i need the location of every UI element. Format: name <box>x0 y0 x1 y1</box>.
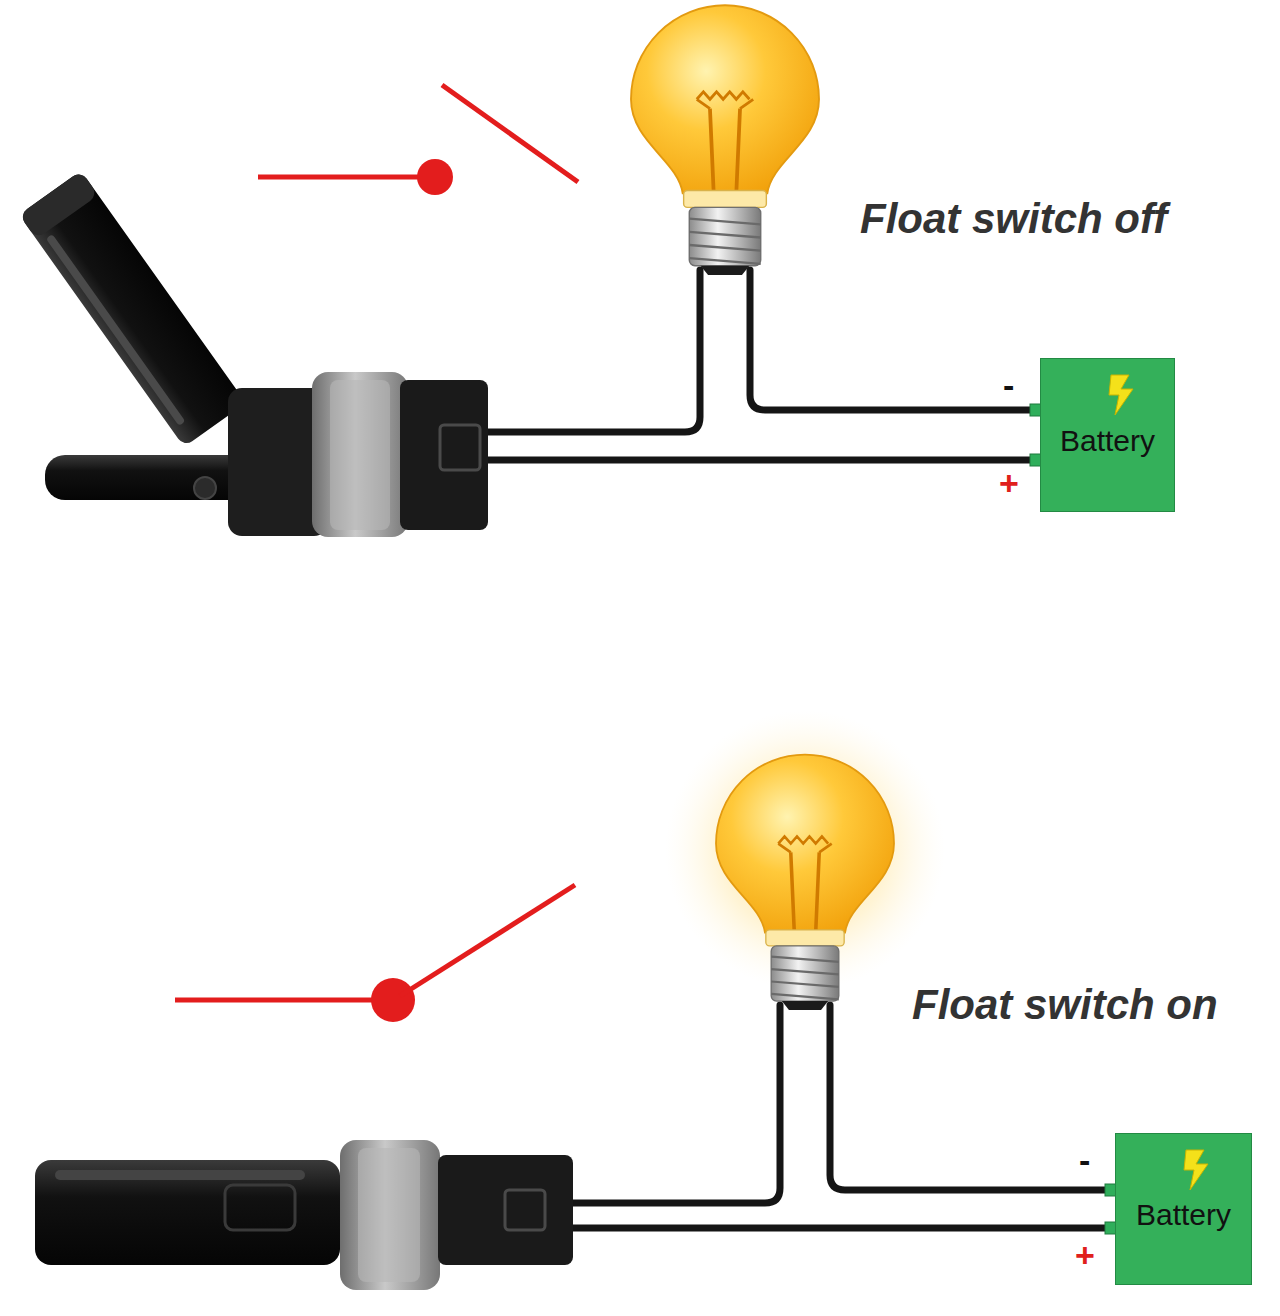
wire <box>570 1225 1110 1232</box>
float-highlight <box>46 234 186 426</box>
lightning-symbol <box>1103 373 1143 417</box>
wire <box>485 270 700 432</box>
battery-label: Battery <box>1136 1198 1231 1231</box>
float-body <box>35 1160 340 1265</box>
wire <box>830 1005 1110 1190</box>
light-bulb-on <box>716 755 894 1010</box>
seal-ring <box>312 372 408 537</box>
seal-ring-inner <box>330 380 390 530</box>
lightning-symbol <box>1178 1148 1218 1192</box>
battery-label: Battery <box>1060 424 1155 457</box>
switch-body <box>400 380 488 530</box>
terminal-sign: + <box>1075 1238 1095 1272</box>
float-tilted <box>19 171 246 447</box>
wire <box>750 270 1034 410</box>
battery-box: Battery <box>1040 358 1175 512</box>
float-pivot <box>194 477 216 499</box>
state-caption: Float switch off <box>860 198 1167 240</box>
light-bulb-off <box>631 5 819 275</box>
switch-pivot <box>417 159 453 195</box>
float-highlight <box>55 1170 305 1180</box>
switch-stem <box>45 455 250 500</box>
switch-pivot <box>371 978 415 1022</box>
switch-arm <box>175 998 393 1003</box>
switch-blade <box>400 885 575 996</box>
seal-ring <box>340 1140 440 1290</box>
float-body <box>19 171 246 447</box>
seal-ring-inner <box>358 1148 420 1282</box>
switch-body <box>438 1155 573 1265</box>
switch-symbol-closed <box>175 885 575 1022</box>
float-cap <box>19 171 98 239</box>
wire <box>570 1005 780 1203</box>
switch-tab <box>505 1190 545 1230</box>
switch-symbol-open <box>258 85 578 195</box>
wires-top <box>485 270 1034 460</box>
terminal-sign: - <box>1079 1143 1090 1177</box>
float-hinge <box>225 1185 295 1230</box>
lightning-bolt <box>1184 1150 1208 1190</box>
float-switch-level <box>35 1140 573 1290</box>
terminal-sign: + <box>999 466 1019 500</box>
wire <box>485 457 1034 464</box>
wires-bottom <box>570 1005 1110 1228</box>
terminal-sign: - <box>1003 368 1014 402</box>
switch-blade <box>442 85 578 182</box>
switch-arm <box>258 175 435 180</box>
float-switch-tilted <box>19 171 488 537</box>
battery-box: Battery <box>1115 1133 1252 1285</box>
lightning-bolt <box>1109 375 1133 415</box>
switch-tab <box>440 425 480 470</box>
state-caption: Float switch on <box>912 984 1218 1026</box>
